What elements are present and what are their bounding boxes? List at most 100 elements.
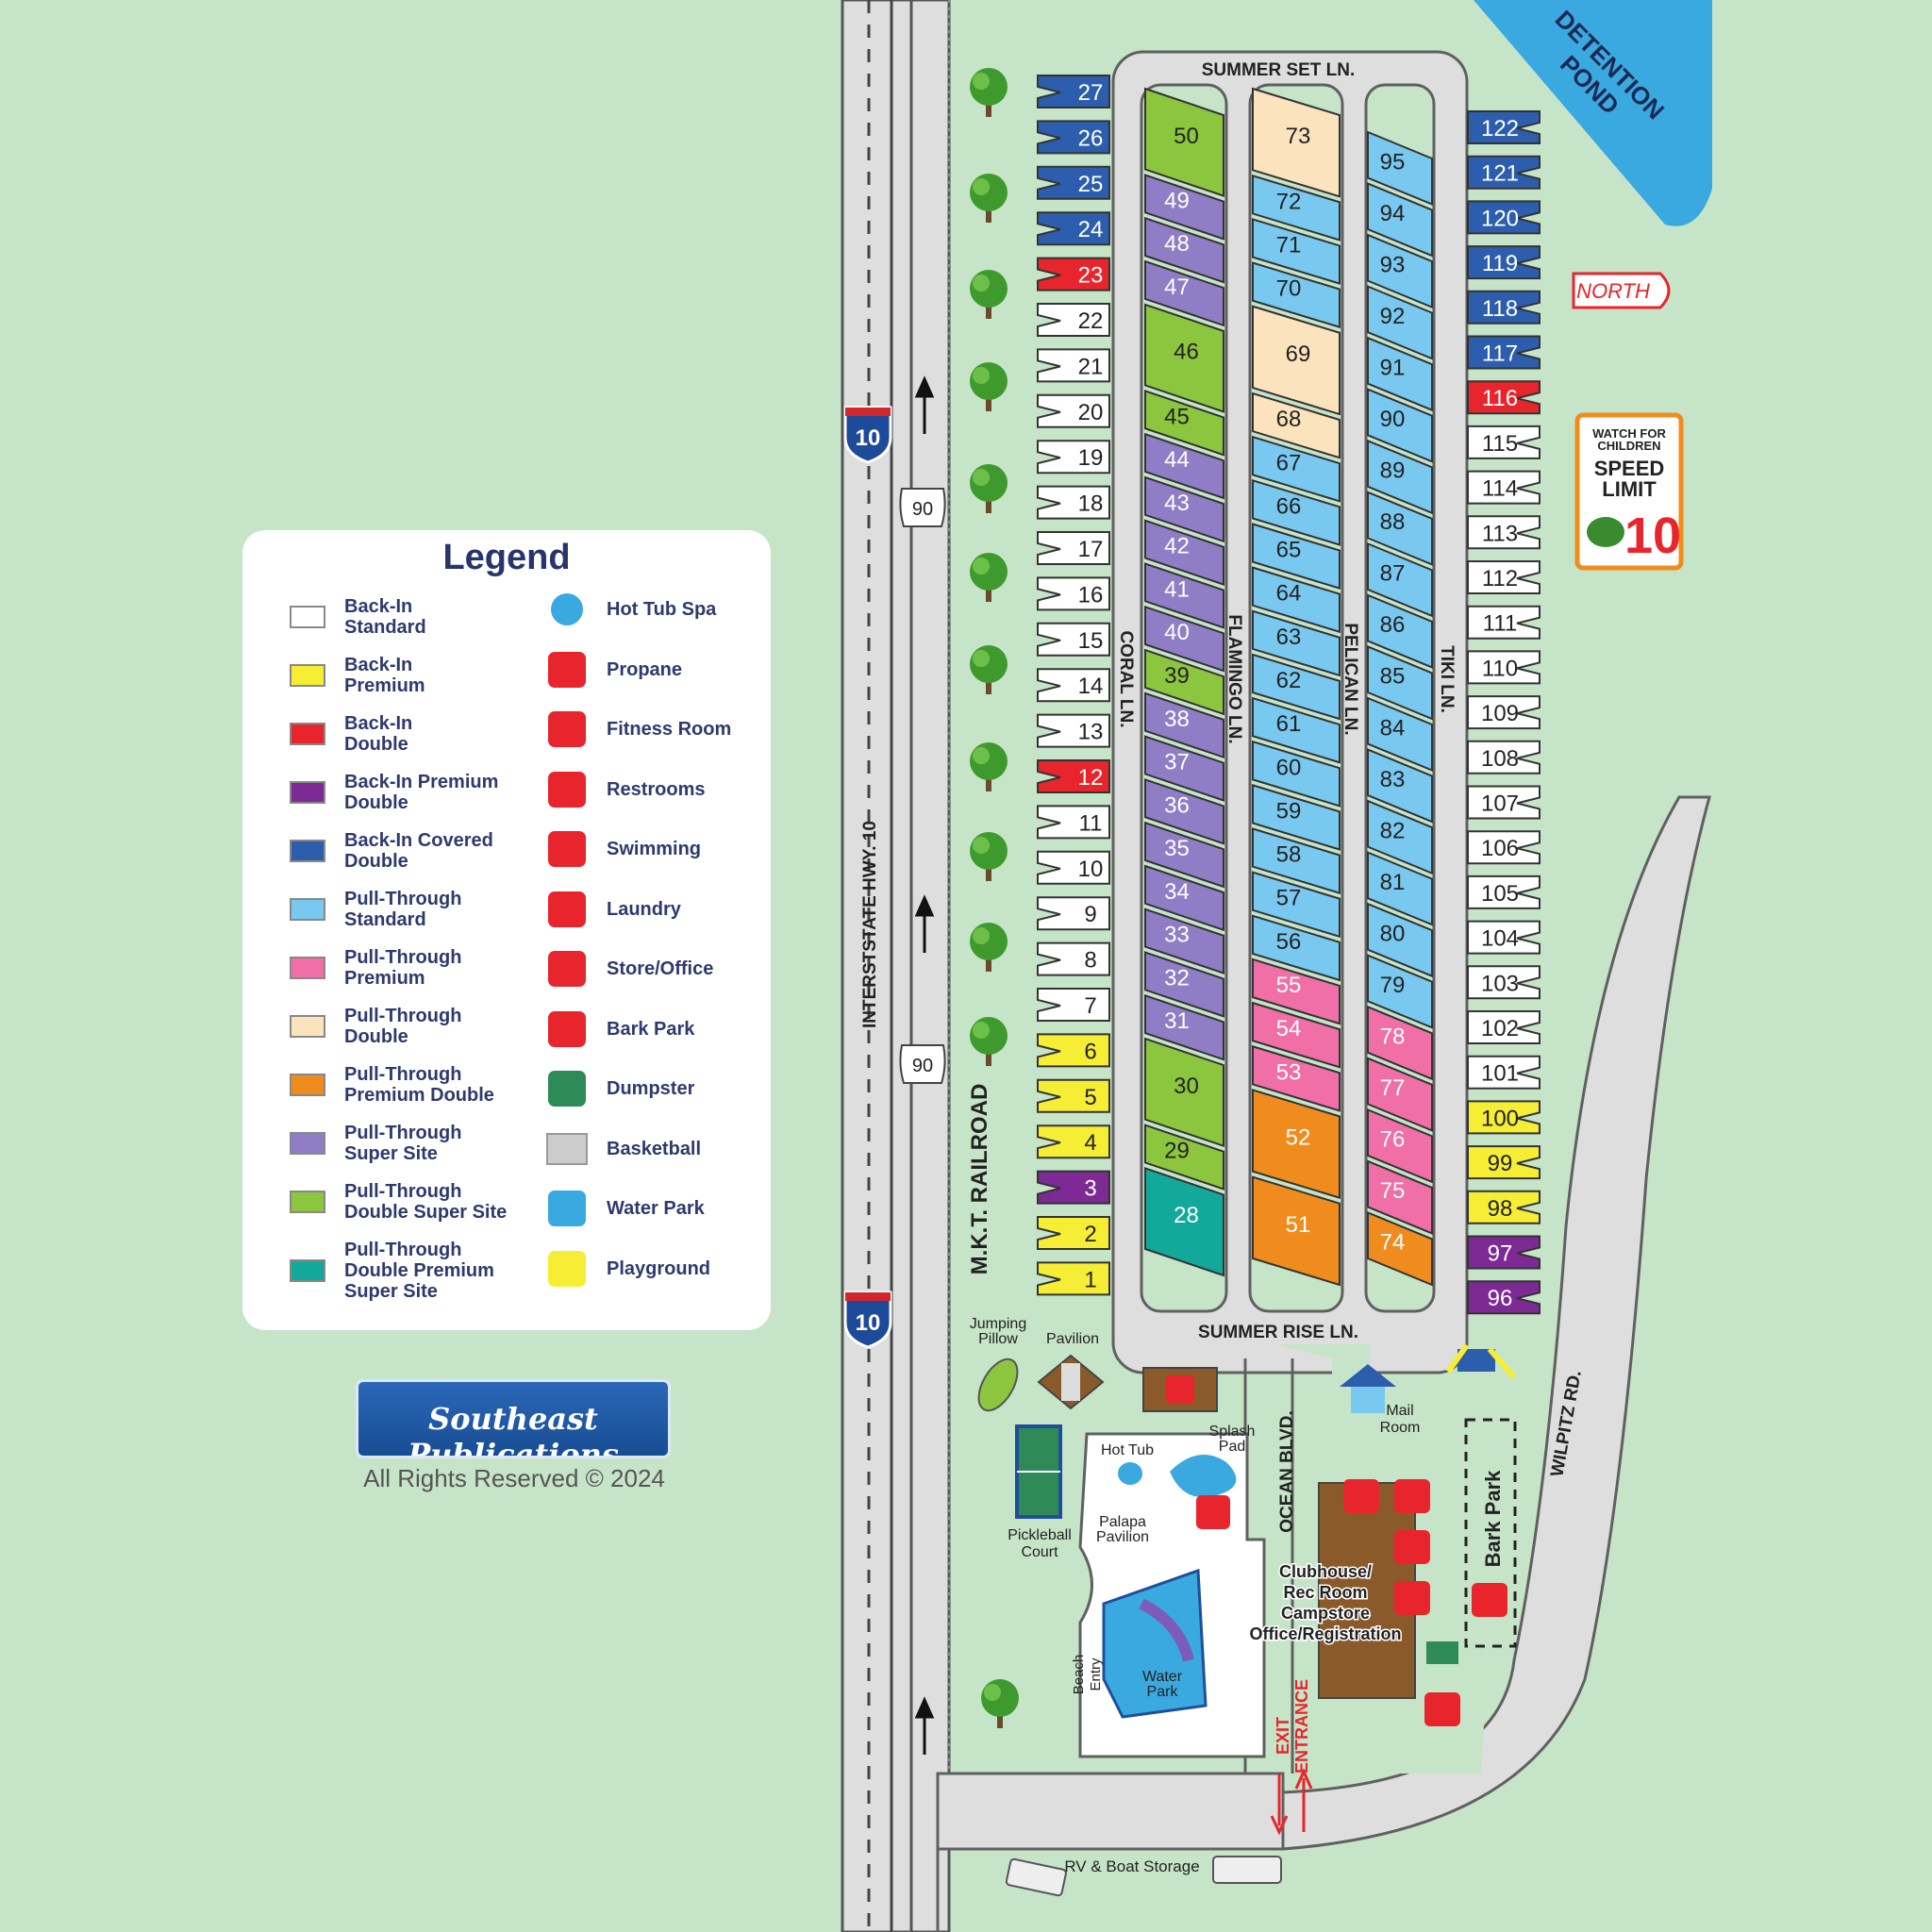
site-10[interactable]: 10 [1037,850,1110,885]
site-72[interactable]: 72 [1252,174,1341,242]
site-76[interactable]: 76 [1367,1108,1433,1184]
site-5[interactable]: 5 [1037,1078,1110,1113]
site-9[interactable]: 9 [1037,896,1110,931]
site-75[interactable]: 75 [1367,1159,1433,1235]
site-20[interactable]: 20 [1037,393,1110,428]
site-122[interactable]: 122 [1467,110,1541,144]
site-3[interactable]: 3 [1037,1170,1110,1205]
site-30[interactable]: 30 [1144,1037,1224,1148]
site-113[interactable]: 113 [1467,515,1541,550]
site-38[interactable]: 38 [1144,691,1224,759]
site-102[interactable]: 102 [1467,1010,1541,1044]
site-114[interactable]: 114 [1467,470,1541,505]
site-98[interactable]: 98 [1467,1190,1541,1224]
site-57[interactable]: 57 [1252,871,1341,939]
site-121[interactable]: 121 [1467,155,1541,190]
site-93[interactable]: 93 [1367,233,1433,309]
site-55[interactable]: 55 [1252,958,1341,1025]
site-59[interactable]: 59 [1252,784,1341,851]
site-43[interactable]: 43 [1144,475,1224,543]
site-65[interactable]: 65 [1252,523,1341,590]
site-58[interactable]: 58 [1252,827,1341,895]
site-40[interactable]: 40 [1144,605,1224,673]
site-85[interactable]: 85 [1367,644,1433,721]
site-70[interactable]: 70 [1252,261,1341,329]
site-110[interactable]: 110 [1467,650,1541,685]
site-69[interactable]: 69 [1252,305,1341,416]
site-104[interactable]: 104 [1467,920,1541,955]
site-109[interactable]: 109 [1467,695,1541,730]
site-23[interactable]: 23 [1037,257,1110,291]
site-91[interactable]: 91 [1367,336,1433,412]
site-108[interactable]: 108 [1467,740,1541,774]
site-48[interactable]: 48 [1144,216,1224,284]
site-105[interactable]: 105 [1467,874,1541,909]
site-29[interactable]: 29 [1144,1124,1224,1191]
site-35[interactable]: 35 [1144,821,1224,889]
site-100[interactable]: 100 [1467,1100,1541,1135]
site-18[interactable]: 18 [1037,485,1110,520]
site-116[interactable]: 116 [1467,380,1541,415]
site-31[interactable]: 31 [1144,993,1224,1061]
site-4[interactable]: 4 [1037,1124,1110,1159]
site-73[interactable]: 73 [1252,87,1341,198]
site-36[interactable]: 36 [1144,778,1224,845]
site-78[interactable]: 78 [1367,1005,1433,1081]
site-47[interactable]: 47 [1144,259,1224,327]
site-42[interactable]: 42 [1144,519,1224,586]
site-99[interactable]: 99 [1467,1145,1541,1180]
site-19[interactable]: 19 [1037,440,1110,475]
site-51[interactable]: 51 [1252,1175,1341,1287]
site-13[interactable]: 13 [1037,713,1110,748]
site-94[interactable]: 94 [1367,182,1433,258]
site-87[interactable]: 87 [1367,541,1433,618]
site-28[interactable]: 28 [1144,1167,1224,1277]
site-80[interactable]: 80 [1367,902,1433,978]
site-52[interactable]: 52 [1252,1089,1341,1200]
site-81[interactable]: 81 [1367,851,1433,926]
site-74[interactable]: 74 [1367,1210,1433,1287]
site-119[interactable]: 119 [1467,245,1541,280]
site-39[interactable]: 39 [1144,648,1224,716]
site-111[interactable]: 111 [1467,605,1541,640]
site-7[interactable]: 7 [1037,988,1110,1022]
site-14[interactable]: 14 [1037,668,1110,703]
site-82[interactable]: 82 [1367,799,1433,875]
site-107[interactable]: 107 [1467,785,1541,820]
site-86[interactable]: 86 [1367,593,1433,669]
site-62[interactable]: 62 [1252,653,1341,721]
site-120[interactable]: 120 [1467,200,1541,235]
site-90[interactable]: 90 [1367,388,1433,463]
site-50[interactable]: 50 [1144,87,1224,197]
site-46[interactable]: 46 [1144,303,1224,413]
site-63[interactable]: 63 [1252,609,1341,677]
site-106[interactable]: 106 [1467,830,1541,865]
site-64[interactable]: 64 [1252,566,1341,634]
site-17[interactable]: 17 [1037,531,1110,565]
site-22[interactable]: 22 [1037,303,1110,337]
site-26[interactable]: 26 [1037,120,1110,155]
site-118[interactable]: 118 [1467,290,1541,325]
site-12[interactable]: 12 [1037,759,1110,793]
site-24[interactable]: 24 [1037,211,1110,246]
site-67[interactable]: 67 [1252,435,1341,503]
site-15[interactable]: 15 [1037,622,1110,657]
site-1[interactable]: 1 [1037,1261,1110,1296]
site-83[interactable]: 83 [1367,748,1433,824]
site-45[interactable]: 45 [1144,390,1224,457]
site-56[interactable]: 56 [1252,914,1341,982]
site-97[interactable]: 97 [1467,1235,1541,1270]
site-16[interactable]: 16 [1037,576,1110,611]
site-54[interactable]: 54 [1252,1001,1341,1069]
site-89[interactable]: 89 [1367,439,1433,515]
site-25[interactable]: 25 [1037,165,1110,200]
site-117[interactable]: 117 [1467,335,1541,370]
site-21[interactable]: 21 [1037,348,1110,383]
site-61[interactable]: 61 [1252,696,1341,764]
site-34[interactable]: 34 [1144,864,1224,932]
site-112[interactable]: 112 [1467,560,1541,594]
site-53[interactable]: 53 [1252,1044,1341,1112]
site-77[interactable]: 77 [1367,1057,1433,1132]
site-37[interactable]: 37 [1144,735,1224,802]
site-92[interactable]: 92 [1367,285,1433,360]
